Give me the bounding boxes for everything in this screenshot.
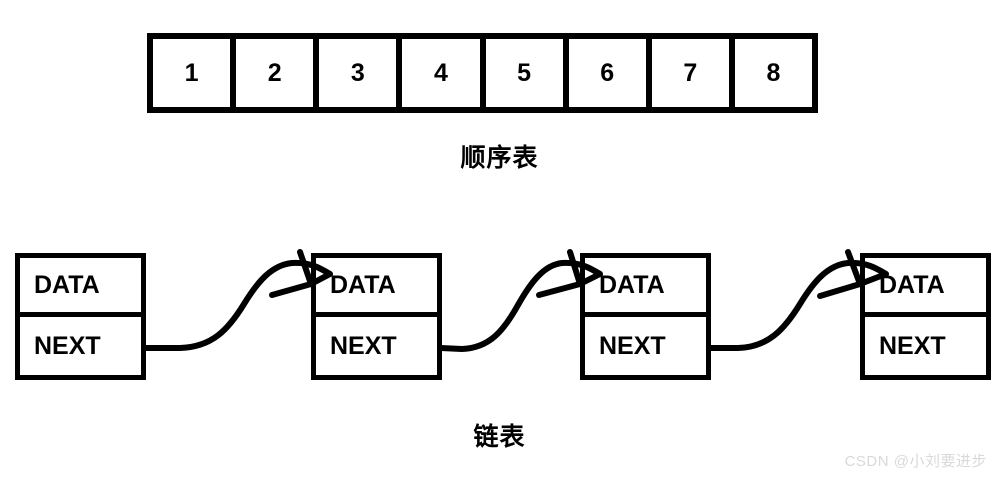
node-next-field: NEXT: [34, 331, 101, 360]
array-cell: 4: [402, 39, 486, 107]
sequential-list-caption: 顺序表: [460, 144, 539, 172]
linked-list-node: DATA NEXT: [580, 253, 711, 380]
node-data-field: DATA: [316, 258, 437, 317]
array-cell: 6: [569, 39, 652, 107]
linked-list-node: DATA NEXT: [311, 253, 442, 380]
array-cell: 5: [486, 39, 569, 107]
watermark: CSDN @小刘要进步: [844, 453, 987, 470]
node-data-field: DATA: [865, 258, 986, 317]
node-data-field: DATA: [20, 258, 141, 317]
array-cell: 2: [236, 39, 320, 107]
pointer-arrow-icon: [143, 249, 333, 351]
linked-list-caption: 链表: [473, 423, 526, 451]
pointer-arrow-icon: [438, 249, 603, 352]
node-next-field: NEXT: [599, 331, 666, 360]
node-next-field: NEXT: [879, 331, 946, 360]
sequential-list-array: 1 2 3 4 5 6 7 8: [147, 33, 818, 113]
linked-list-node: DATA NEXT: [15, 253, 146, 380]
array-cell: 1: [153, 39, 237, 107]
array-cell: 7: [652, 39, 735, 107]
array-cell: 3: [319, 39, 403, 107]
node-next-field: NEXT: [330, 331, 397, 360]
node-data-field: DATA: [585, 258, 706, 317]
linked-list-node: DATA NEXT: [860, 253, 991, 380]
array-cell: 8: [766, 58, 781, 87]
